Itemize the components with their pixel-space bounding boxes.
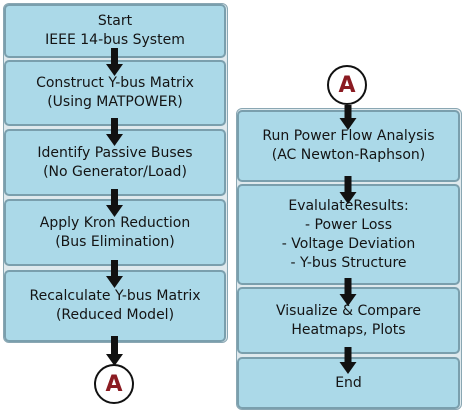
- arrow-evaluate-to-visualize: [339, 278, 357, 306]
- step-construct-ybus-line1: Construct Y-bus Matrix: [36, 75, 194, 91]
- step-visualize-compare-line1: Visualize & Compare: [276, 302, 421, 319]
- arrow-construct-to-identify: [106, 118, 123, 146]
- step-visualize-compare-line2: Heatmaps, Plots: [291, 321, 406, 338]
- step-evaluate-results-line3: - Voltage Deviation: [281, 235, 416, 252]
- step-recalculate-ybus-line1: Recalculate Y-bus Matrix: [29, 288, 201, 304]
- step-kron-reduction-line2: (Bus Elimination): [55, 233, 175, 250]
- step-identify-passive-line2: (No Generator/Load): [43, 163, 187, 180]
- connector-a-bottom-label: A: [105, 371, 123, 397]
- arrow-kron-to-recalculate: [106, 260, 123, 288]
- arrow-start-to-construct: [106, 48, 123, 76]
- arrow-recalculate-to-connector: [106, 336, 123, 366]
- step-recalculate-ybus: Recalculate Y-bus Matrix (Reduced Model): [4, 270, 226, 342]
- step-evaluate-results-line4: - Y-bus Structure: [290, 254, 407, 271]
- step-power-flow-line1: Run Power Flow Analysis: [262, 128, 435, 144]
- connector-a-top-label: A: [338, 72, 356, 98]
- step-kron-reduction-line1: Apply Kron Reduction: [39, 214, 191, 231]
- arrow-power-flow-to-evaluate: [339, 176, 357, 204]
- step-end-line1: End: [335, 374, 362, 391]
- step-evaluate-results: EvalulateResults: - Power Loss - Voltage…: [237, 184, 460, 285]
- arrow-connector-to-power-flow: [339, 105, 357, 130]
- step-evaluate-results-line1: EvalulateResults:: [288, 197, 409, 214]
- step-start-line1: Start: [97, 13, 133, 29]
- step-power-flow-line2: (AC Newton-Raphson): [271, 147, 426, 163]
- step-start-line2: IEEE 14-bus System: [45, 32, 185, 48]
- step-evaluate-results-line2: - Power Loss: [305, 216, 392, 233]
- step-identify-passive: Identify Passive Buses (No Generator/Loa…: [4, 129, 226, 196]
- arrow-identify-to-kron: [106, 189, 123, 217]
- step-identify-passive-line1: Identify Passive Buses: [37, 144, 193, 161]
- step-recalculate-ybus-line2: (Reduced Model): [55, 307, 175, 323]
- step-construct-ybus-line2: (Using MATPOWER): [47, 94, 183, 110]
- connector-a-bottom: A: [94, 364, 134, 404]
- connector-a-top: A: [327, 65, 367, 105]
- arrow-visualize-to-end: [339, 347, 357, 374]
